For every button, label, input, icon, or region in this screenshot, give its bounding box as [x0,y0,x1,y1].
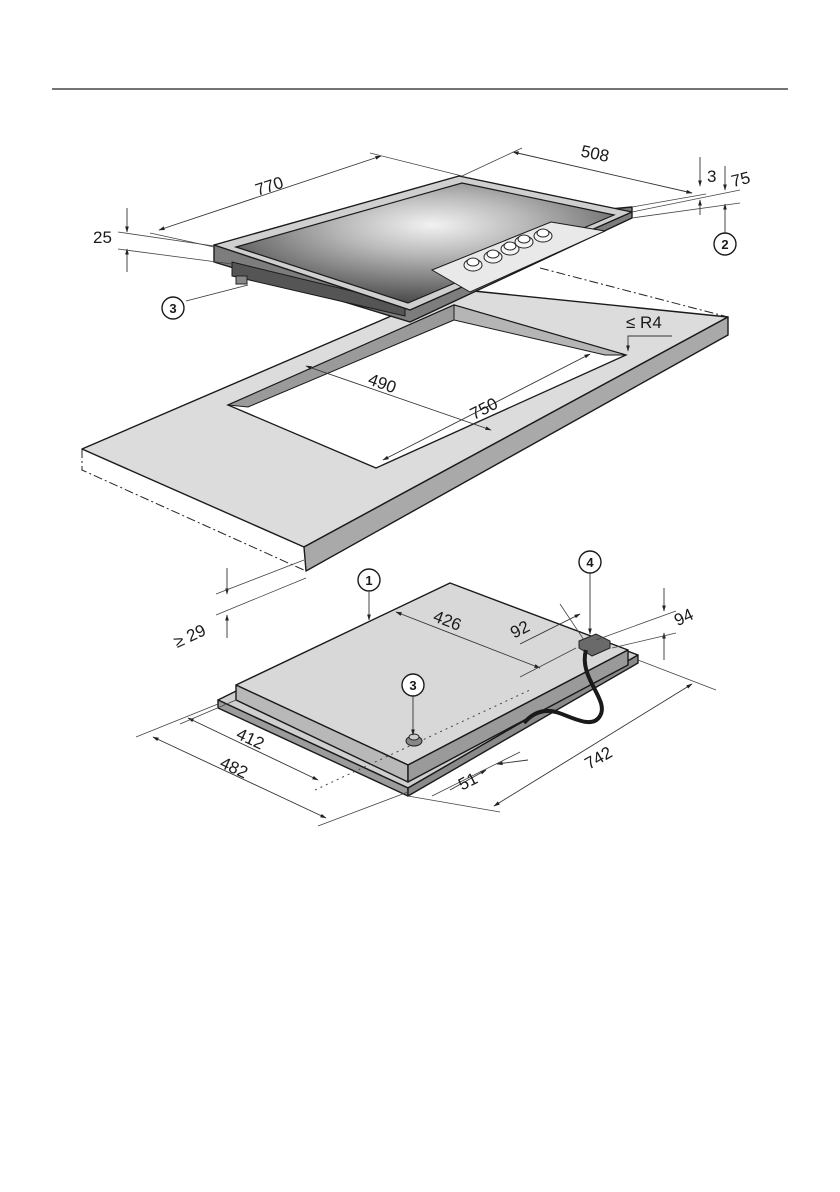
dim-top-offset: 3 [707,167,716,186]
dim-cooktop-width: 770 [253,173,286,200]
dim-corner-radius: ≤ R4 [626,313,662,332]
callout-2: 2 [714,233,736,255]
dim-frame-height: 25 [93,228,112,247]
dim-housing-length: 742 [581,743,615,774]
svg-text:1: 1 [365,573,372,588]
svg-text:2: 2 [721,237,728,252]
dim-glass-height: 75 [729,168,752,191]
callout-1: 1 [358,569,380,591]
cooktop-housing [218,583,638,796]
callout-4: 4 [579,551,601,573]
svg-text:3: 3 [169,301,176,316]
callout-3-top: 3 [162,297,184,319]
dim-worktop-thickness: ≥ 29 [171,621,209,652]
dim-rear-offset: 51 [455,769,480,795]
dim-connection-height: 94 [671,605,696,630]
dim-cooktop-depth: 508 [579,142,611,166]
callout-3-bottom: 3 [402,674,424,696]
mounting-clamp [236,276,247,284]
svg-text:3: 3 [409,678,416,693]
dim-outer-depth: 482 [217,753,251,782]
svg-text:4: 4 [586,555,594,570]
